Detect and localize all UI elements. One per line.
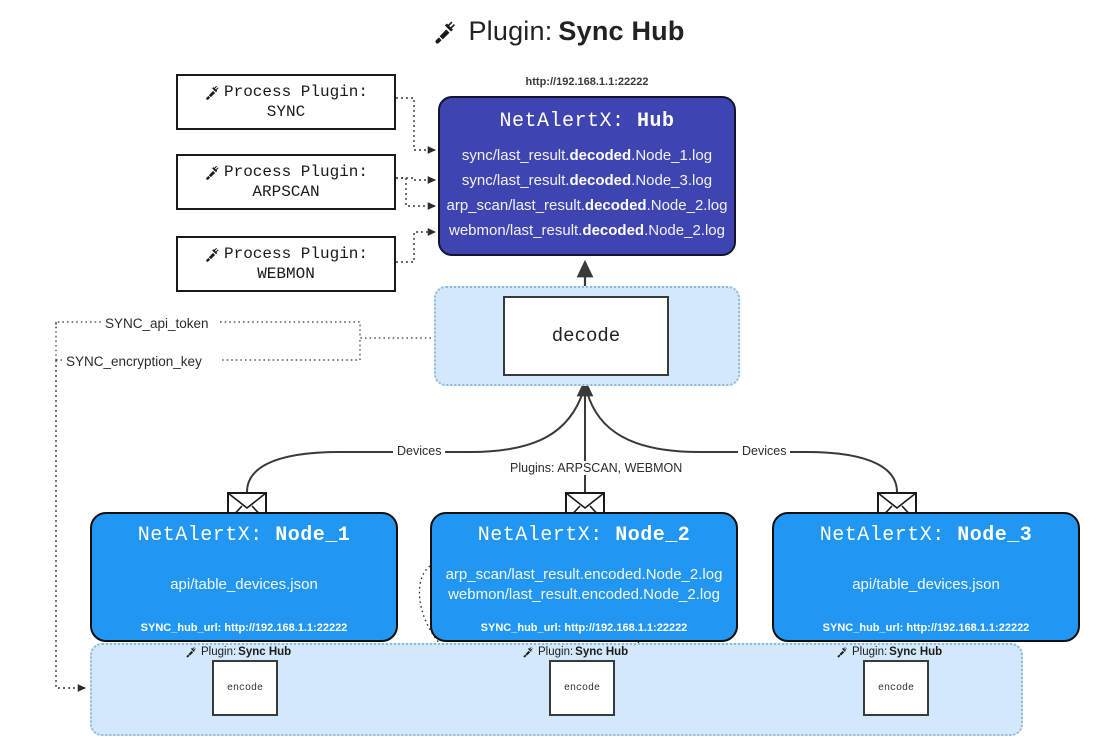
encoder-caption-name: Sync Hub (238, 646, 292, 658)
process-plugin-arpscan[interactable]: Process Plugin: ARPSCAN (176, 154, 396, 210)
encoder-caption-2: Plugin: Sync Hub (522, 645, 628, 659)
encoder-caption-name: Sync Hub (575, 646, 629, 658)
hub-log-line: sync/last_result.decoded.Node_1.log (462, 148, 712, 163)
page-title-prefix: Plugin: (468, 16, 553, 46)
hub-title-name: Hub (637, 110, 675, 133)
node-title-prefix: NetAlertX: (137, 524, 263, 547)
node-box-2[interactable]: NetAlertX: Node_2 arp_scan/last_result.e… (430, 512, 738, 642)
node-line: arp_scan/last_result.encoded.Node_2.log (445, 565, 723, 583)
node-lines: api/table_devices.json (92, 547, 396, 622)
process-plugin-webmon[interactable]: Process Plugin: WEBMON (176, 236, 396, 292)
encode-box-1[interactable]: encode (212, 660, 278, 716)
encoder-caption-prefix: Plugin: (538, 646, 574, 658)
hub-url-label: http://192.168.1.1:22222 (525, 76, 649, 88)
node-box-1[interactable]: NetAlertX: Node_1 api/table_devices.json… (90, 512, 398, 642)
plug-icon (522, 645, 536, 659)
process-plugin-title: Process Plugin: (223, 163, 369, 181)
sync-encryption-key-label: SYNC_encryption_key (62, 354, 206, 369)
log-mid: decoded (569, 147, 632, 164)
encoder-caption-prefix: Plugin: (201, 646, 237, 658)
decode-box[interactable]: decode (503, 296, 669, 376)
node-title-prefix: NetAlertX: (477, 524, 603, 547)
hub-log-line: webmon/last_result.decoded.Node_2.log (449, 223, 725, 238)
hub-log-line: sync/last_result.decoded.Node_3.log (462, 173, 712, 188)
page-title-name: Sync Hub (558, 16, 685, 46)
log-mid: decoded (584, 197, 647, 214)
log-pre: arp_scan/last_result. (446, 197, 585, 214)
node-title-name: Node_3 (957, 524, 1033, 547)
process-plugin-sync[interactable]: Process Plugin: SYNC (176, 74, 396, 130)
plug-icon (836, 645, 850, 659)
log-post: .Node_2.log (644, 222, 725, 239)
node-title: NetAlertX: Node_2 (478, 524, 691, 547)
node-footer: SYNC_hub_url: http://192.168.1.1:22222 (822, 622, 1030, 634)
node-footer: SYNC_hub_url: http://192.168.1.1:22222 (480, 622, 688, 634)
encode-box-2[interactable]: encode (549, 660, 615, 716)
page-title: Plugin: Sync Hub (0, 16, 1117, 47)
plug-icon (204, 163, 223, 182)
process-plugin-title: Process Plugin: (223, 245, 369, 263)
node-line: api/table_devices.json (852, 575, 1000, 593)
node-line: webmon/last_result.encoded.Node_2.log (448, 585, 720, 603)
plug-icon (204, 245, 223, 264)
sync-api-token-label: SYNC_api_token (101, 316, 213, 331)
log-post: .Node_1.log (631, 147, 713, 164)
hub-box[interactable]: NetAlertX: Hub sync/last_result.decoded.… (438, 96, 736, 256)
edge-label-devices-right: Devices (738, 444, 791, 458)
plug-icon (204, 83, 223, 102)
node-lines: api/table_devices.json (774, 547, 1078, 622)
plug-icon (185, 645, 199, 659)
edge-label-plugins: Plugins: ARPSCAN, WEBMON (506, 461, 687, 475)
process-plugin-title: Process Plugin: (223, 83, 369, 101)
log-mid: decoded (582, 222, 645, 239)
node-title-name: Node_2 (615, 524, 691, 547)
encode-box-3[interactable]: encode (863, 660, 929, 716)
node-lines: arp_scan/last_result.encoded.Node_2.log … (432, 547, 736, 622)
hub-log-line: arp_scan/last_result.decoded.Node_2.log (447, 198, 728, 213)
log-pre: sync/last_result. (461, 147, 570, 164)
encoder-caption-1: Plugin: Sync Hub (185, 645, 291, 659)
node-title: NetAlertX: Node_3 (820, 524, 1033, 547)
log-post: .Node_2.log (646, 197, 728, 214)
process-plugin-name: ARPSCAN (252, 183, 320, 201)
node-title: NetAlertX: Node_1 (138, 524, 351, 547)
process-plugin-name: SYNC (266, 103, 306, 121)
log-pre: sync/last_result. (461, 172, 570, 189)
encoder-caption-name: Sync Hub (889, 646, 943, 658)
edge-label-devices-left: Devices (393, 444, 446, 458)
log-post: .Node_3.log (631, 172, 713, 189)
node-title-name: Node_1 (275, 524, 351, 547)
encoder-caption-prefix: Plugin: (852, 646, 888, 658)
node-line: api/table_devices.json (170, 575, 318, 593)
node-footer: SYNC_hub_url: http://192.168.1.1:22222 (140, 622, 348, 634)
process-plugin-name: WEBMON (257, 265, 315, 283)
node-title-prefix: NetAlertX: (819, 524, 945, 547)
hub-title-prefix: NetAlertX: (499, 110, 625, 133)
encoder-caption-3: Plugin: Sync Hub (836, 645, 942, 659)
log-mid: decoded (569, 172, 632, 189)
plug-icon (432, 17, 462, 47)
hub-title: NetAlertX: Hub (499, 110, 674, 133)
log-pre: webmon/last_result. (449, 222, 583, 239)
node-box-3[interactable]: NetAlertX: Node_3 api/table_devices.json… (772, 512, 1080, 642)
